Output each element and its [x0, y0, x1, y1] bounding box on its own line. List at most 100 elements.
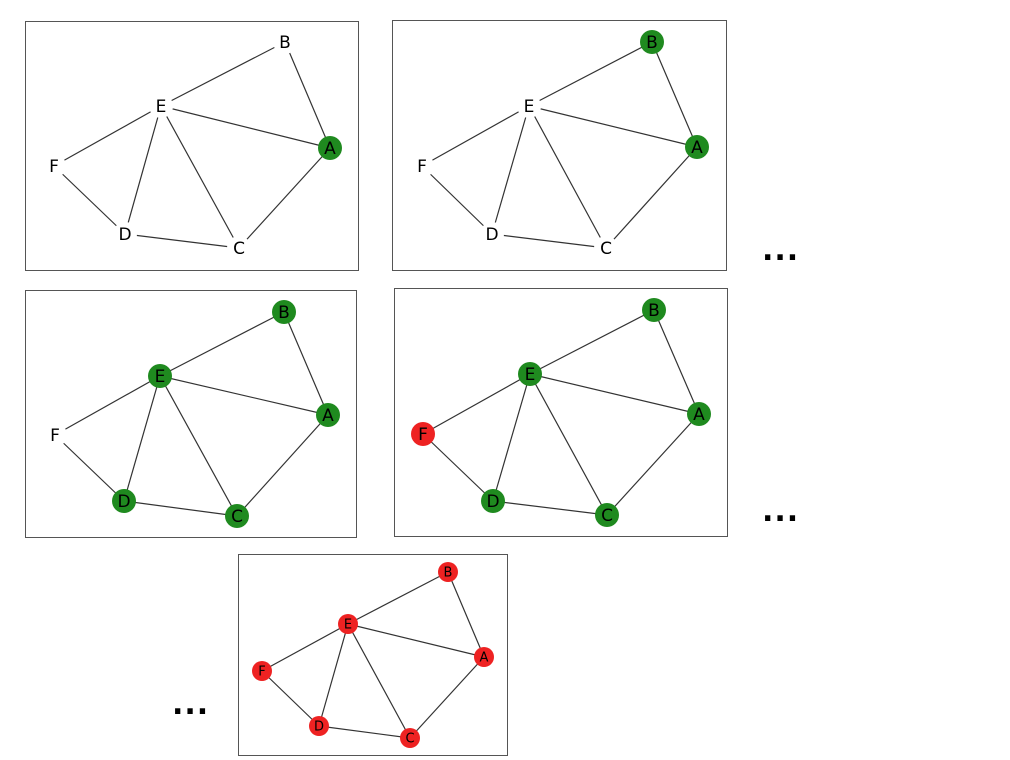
node-d: D: [112, 489, 136, 513]
edge-e-a: [159, 375, 329, 416]
node-label-d: D: [117, 492, 130, 512]
node-circle-a: [474, 647, 494, 667]
node-b: B: [642, 298, 666, 322]
node-a: A: [474, 647, 494, 667]
node-d: D: [480, 222, 504, 246]
edge-e-f: [421, 105, 530, 167]
node-circle-a: [316, 403, 340, 427]
edge-e-f: [54, 375, 161, 436]
node-label-a: A: [693, 405, 705, 425]
edge-e-f: [53, 105, 162, 167]
node-label-c: C: [405, 732, 414, 747]
edge-b-a: [653, 309, 700, 415]
node-circle-a: [685, 135, 709, 159]
node-d: D: [309, 716, 329, 736]
node-c: C: [594, 236, 618, 260]
node-f: F: [410, 154, 434, 178]
edge-d-c: [124, 233, 240, 249]
edge-f-d: [421, 165, 493, 235]
graph-panel-2: A B C D E F: [392, 20, 727, 271]
node-a: A: [687, 402, 711, 426]
node-circle-d: [112, 489, 136, 513]
graph-panel-4: A B C D E F: [394, 288, 728, 537]
node-circle-c: [594, 236, 618, 260]
node-label-c: C: [233, 239, 245, 259]
node-label-c: C: [601, 506, 613, 526]
edge-e-c: [347, 623, 411, 739]
edge-b-a: [284, 41, 331, 149]
edge-f-d: [422, 433, 494, 502]
node-label-f: F: [258, 665, 265, 680]
edge-e-d: [124, 105, 162, 235]
edge-b-a: [651, 41, 698, 148]
node-circle-c: [227, 236, 251, 260]
node-circle-e: [517, 94, 541, 118]
node-c: C: [400, 728, 420, 748]
node-circle-a: [318, 136, 342, 160]
graph-diagram-2: A B C D E F: [410, 30, 709, 260]
node-f: F: [252, 661, 272, 681]
node-e: E: [518, 362, 542, 386]
node-label-d: D: [314, 720, 324, 735]
node-label-a: A: [480, 651, 489, 666]
node-label-c: C: [600, 239, 612, 259]
edge-c-a: [236, 414, 329, 517]
node-e: E: [517, 94, 541, 118]
edge-f-d: [53, 165, 126, 235]
node-circle-e: [518, 362, 542, 386]
node-circle-f: [410, 154, 434, 178]
edge-b-e: [529, 309, 655, 375]
node-a: A: [685, 135, 709, 159]
edge-e-a: [347, 623, 485, 658]
node-f: F: [42, 154, 66, 178]
edge-c-a: [606, 413, 700, 516]
node-circle-f: [411, 422, 435, 446]
node-circle-b: [273, 30, 297, 54]
edge-b-e: [347, 571, 449, 625]
node-d: D: [113, 222, 137, 246]
node-label-f: F: [417, 157, 427, 177]
node-a: A: [318, 136, 342, 160]
edge-e-a: [529, 373, 700, 415]
node-circle-f: [252, 661, 272, 681]
edge-e-c: [529, 373, 608, 516]
node-label-b: B: [278, 303, 290, 323]
node-b: B: [273, 30, 297, 54]
edge-e-f: [422, 373, 531, 435]
graph-diagram-4: A B C D E F: [411, 298, 711, 527]
node-circle-e: [149, 94, 173, 118]
edge-b-e: [159, 311, 285, 377]
node-circle-b: [272, 300, 296, 324]
edge-e-d: [492, 373, 531, 502]
node-circle-c: [225, 504, 249, 528]
node-e: E: [338, 614, 358, 634]
edge-e-a: [160, 105, 331, 149]
node-d: D: [481, 489, 505, 513]
node-circle-d: [113, 222, 137, 246]
edge-e-a: [528, 105, 698, 148]
node-label-d: D: [118, 225, 131, 245]
node-label-b: B: [279, 33, 291, 53]
edge-f-d: [54, 434, 125, 502]
node-label-b: B: [444, 566, 453, 581]
node-c: C: [225, 504, 249, 528]
node-f: F: [411, 422, 435, 446]
node-c: C: [595, 503, 619, 527]
node-circle-a: [687, 402, 711, 426]
node-label-a: A: [322, 406, 334, 426]
edge-e-d: [491, 105, 530, 235]
edge-e-c: [159, 375, 238, 517]
node-e: E: [148, 364, 172, 388]
node-label-d: D: [486, 492, 499, 512]
edge-b-e: [160, 41, 286, 107]
edge-d-c: [491, 233, 607, 249]
ellipsis-row-1: ...: [762, 233, 800, 268]
node-circle-d: [481, 489, 505, 513]
node-label-f: F: [49, 157, 59, 177]
node-label-e: E: [344, 618, 352, 633]
node-label-b: B: [646, 33, 658, 53]
edge-e-c: [160, 105, 240, 249]
node-b: B: [640, 30, 664, 54]
